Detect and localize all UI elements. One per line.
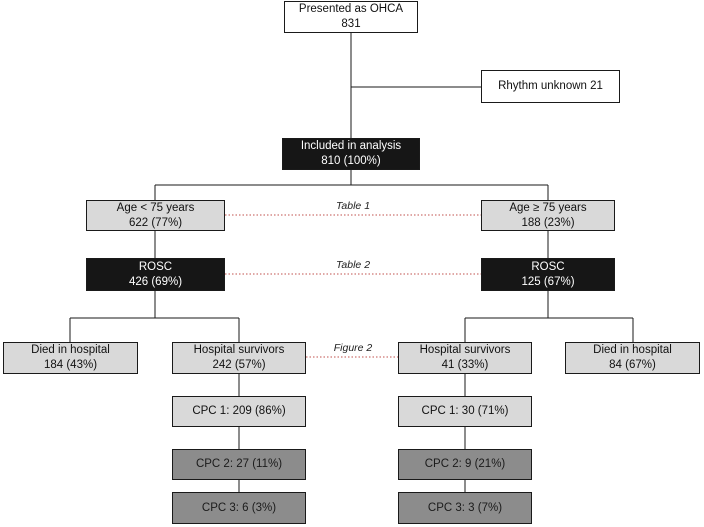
- box-rosc-75-plus-value: 125 (67%): [521, 275, 575, 288]
- box-survivors-75-plus: Hospital survivors 41 (33%): [398, 342, 532, 374]
- box-rosc-75-plus: ROSC 125 (67%): [481, 258, 615, 291]
- box-rhythm-unknown: Rhythm unknown 21: [481, 70, 620, 103]
- box-presented-ohca-value: 831: [341, 18, 361, 30]
- box-cpc1-75-plus-title: CPC 1: 30 (71%): [421, 405, 509, 417]
- box-cpc2-under-75: CPC 2: 27 (11%): [172, 449, 306, 480]
- box-cpc1-under-75: CPC 1: 209 (86%): [172, 396, 306, 427]
- box-rhythm-unknown-title: Rhythm unknown 21: [498, 80, 603, 92]
- box-age-under-75-value: 622 (77%): [128, 216, 183, 229]
- box-presented-ohca-title: Presented as OHCA: [298, 3, 404, 15]
- box-died-75-plus-title: Died in hospital: [593, 344, 672, 356]
- box-cpc1-under-75-title: CPC 1: 209 (86%): [192, 405, 286, 417]
- box-survivors-under-75-value: 242 (57%): [212, 359, 266, 371]
- link-label-table2: Table 2: [335, 259, 371, 271]
- link-label-table1: Table 1: [335, 200, 371, 212]
- box-rosc-under-75-title: ROSC: [138, 260, 173, 273]
- link-label-figure2: Figure 2: [333, 342, 373, 354]
- box-cpc3-under-75-title: CPC 3: 6 (3%): [201, 501, 277, 514]
- box-cpc1-75-plus: CPC 1: 30 (71%): [398, 396, 532, 427]
- box-cpc2-75-plus: CPC 2: 9 (21%): [398, 449, 532, 480]
- box-age-75-plus: Age ≥ 75 years 188 (23%): [481, 200, 615, 231]
- box-died-75-plus: Died in hospital 84 (67%): [565, 342, 700, 374]
- box-included-analysis-title: Included in analysis: [300, 140, 402, 152]
- box-survivors-under-75-title: Hospital survivors: [193, 344, 285, 356]
- box-died-75-plus-value: 84 (67%): [609, 359, 656, 371]
- box-died-under-75: Died in hospital 184 (43%): [3, 342, 138, 374]
- box-died-under-75-title: Died in hospital: [31, 344, 110, 356]
- box-included-analysis-value: 810 (100%): [321, 155, 381, 167]
- box-cpc3-under-75: CPC 3: 6 (3%): [172, 492, 306, 524]
- box-cpc3-75-plus: CPC 3: 3 (7%): [398, 492, 532, 524]
- box-presented-ohca: Presented as OHCA 831: [284, 1, 418, 33]
- box-survivors-under-75: Hospital survivors 242 (57%): [172, 342, 306, 374]
- box-age-under-75: Age < 75 years 622 (77%): [86, 200, 225, 231]
- box-cpc2-75-plus-title: CPC 2: 9 (21%): [424, 458, 506, 470]
- box-age-75-plus-title: Age ≥ 75 years: [509, 201, 587, 214]
- box-rosc-under-75-value: 426 (69%): [128, 275, 183, 288]
- box-rosc-under-75: ROSC 426 (69%): [86, 258, 225, 291]
- box-survivors-75-plus-title: Hospital survivors: [419, 344, 511, 356]
- box-rosc-75-plus-title: ROSC: [531, 260, 565, 273]
- box-included-analysis: Included in analysis 810 (100%): [282, 138, 420, 170]
- box-cpc3-75-plus-title: CPC 3: 3 (7%): [427, 501, 503, 514]
- box-age-75-plus-value: 188 (23%): [521, 216, 575, 229]
- box-survivors-75-plus-value: 41 (33%): [441, 359, 489, 371]
- box-age-under-75-title: Age < 75 years: [116, 201, 195, 214]
- box-died-under-75-value: 184 (43%): [43, 359, 98, 371]
- box-cpc2-under-75-title: CPC 2: 27 (11%): [195, 458, 283, 470]
